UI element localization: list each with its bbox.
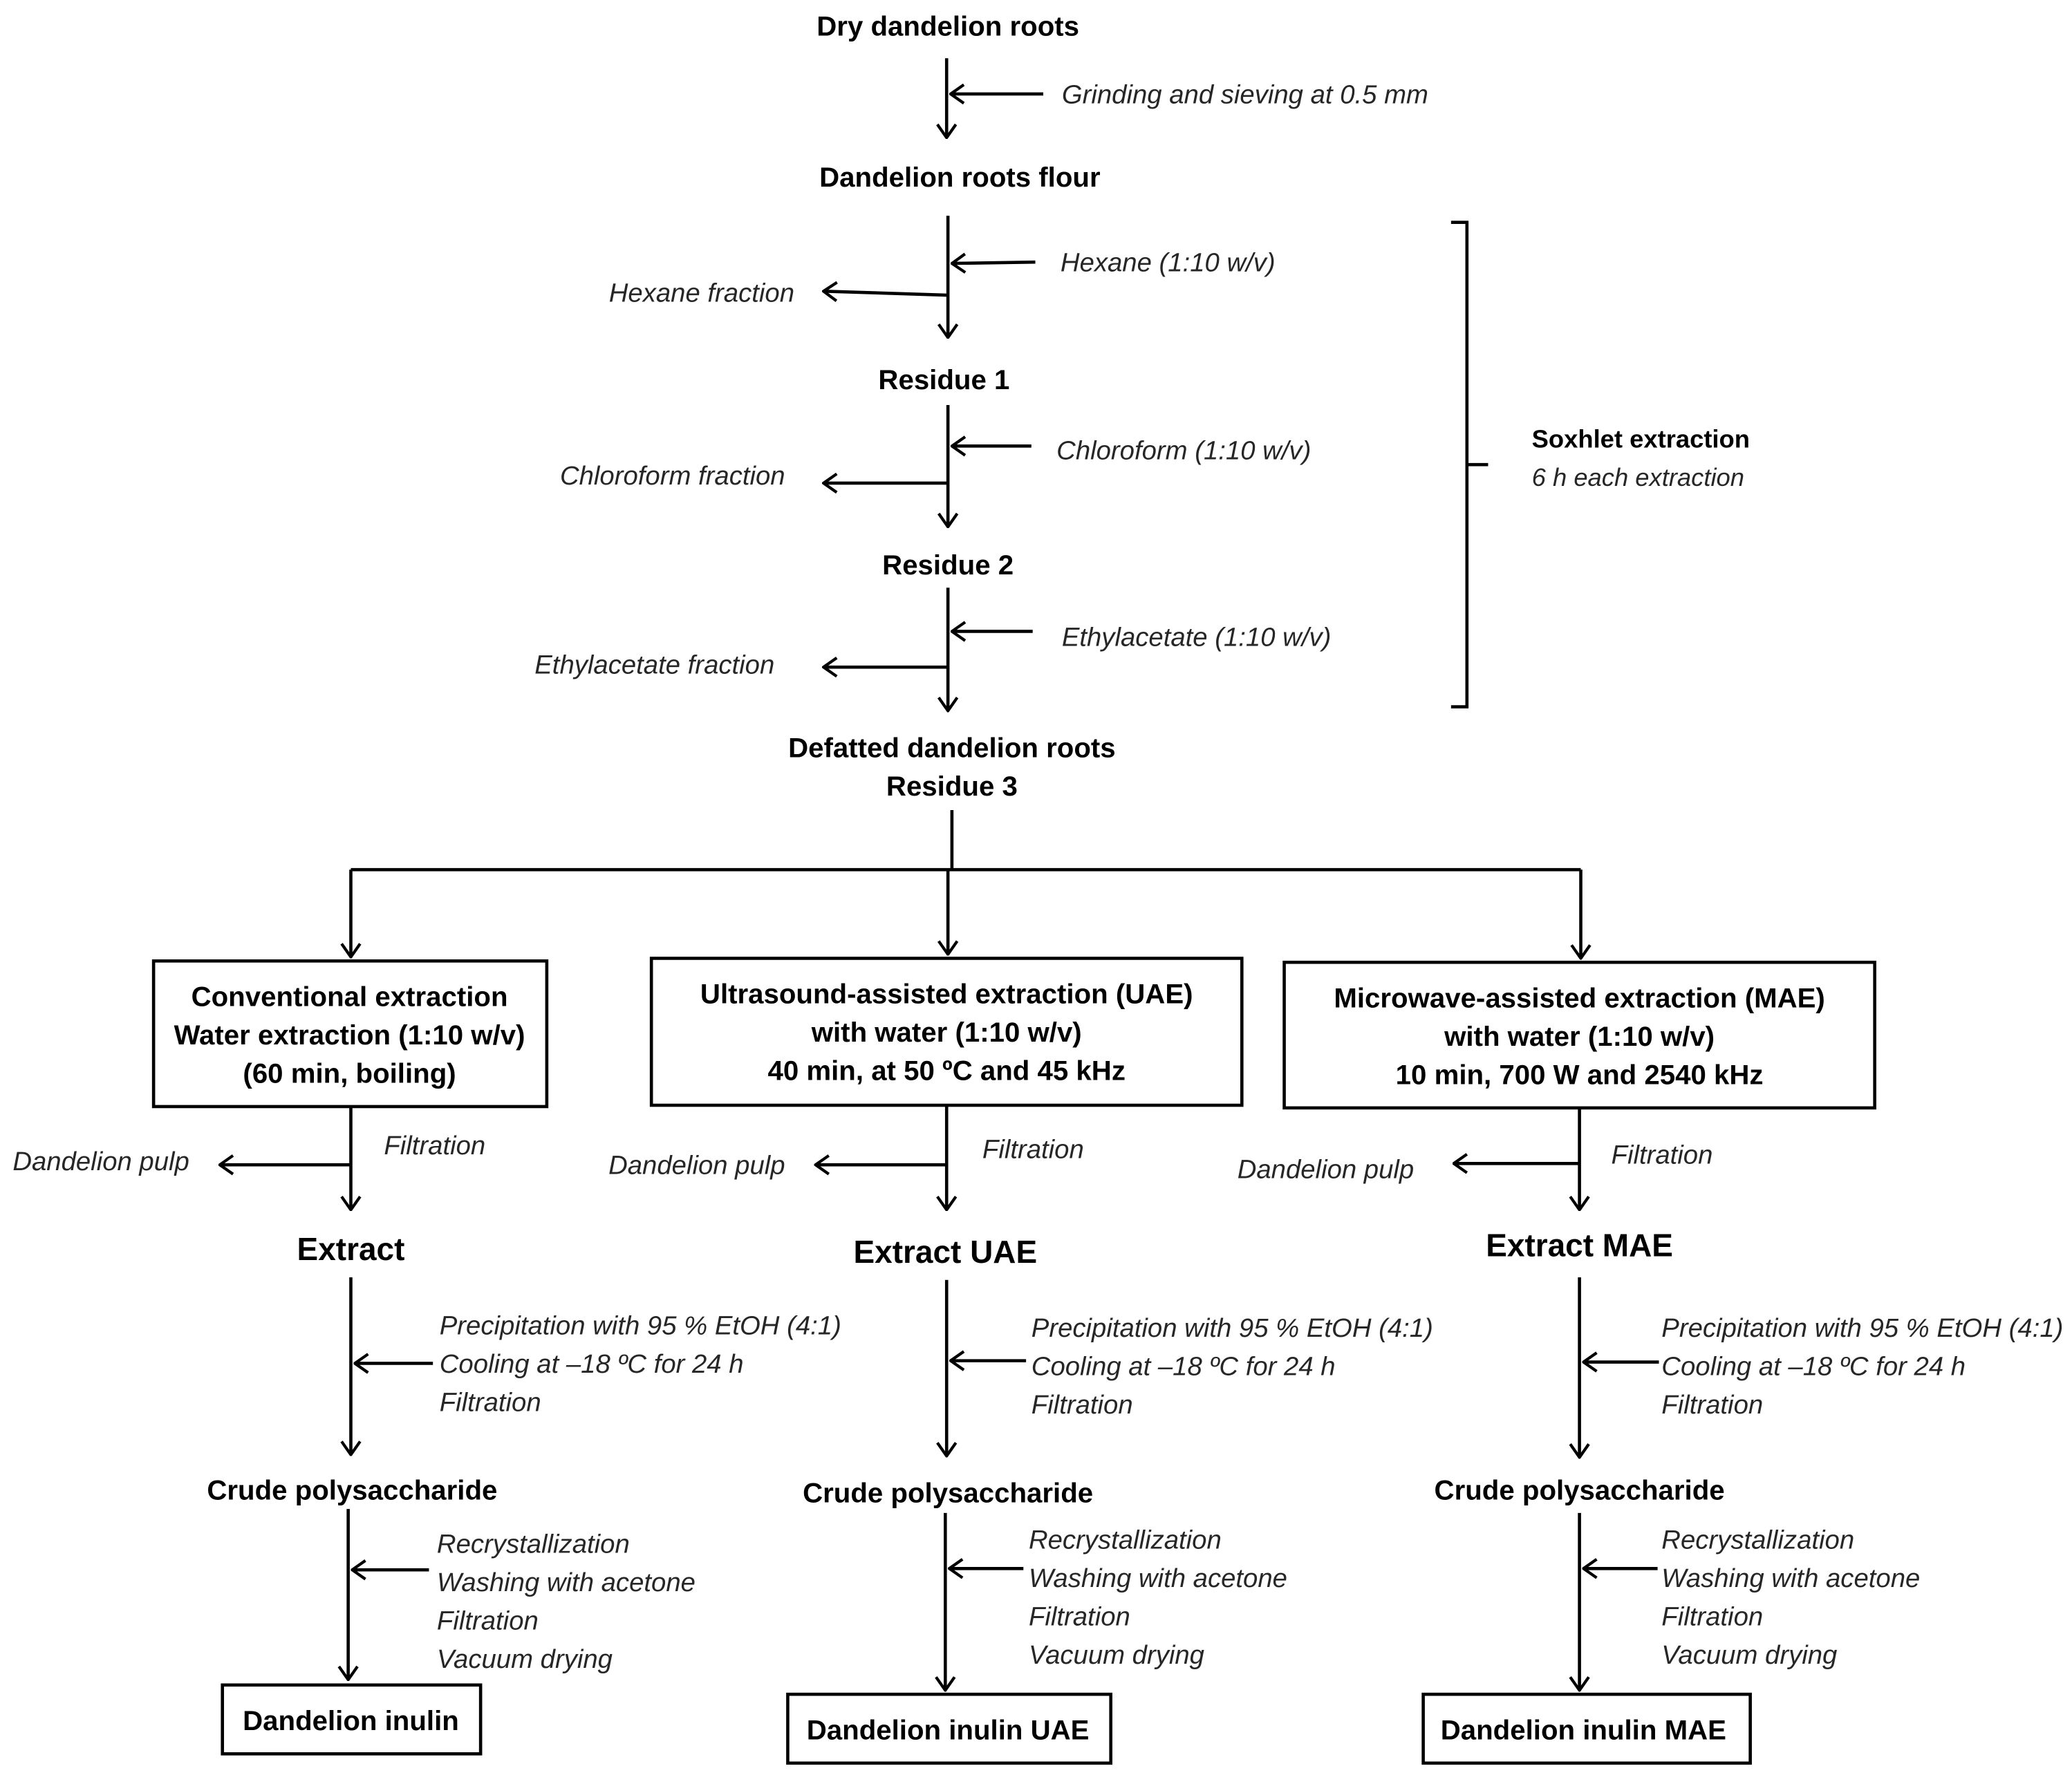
pulp-label: Dandelion pulp <box>1238 1154 1415 1184</box>
purif-line: Vacuum drying <box>1029 1640 1204 1670</box>
chloroform-fraction-label: Chloroform fraction <box>560 461 785 491</box>
purif-line: Washing with acetone <box>1661 1563 1920 1593</box>
precip-line: Filtration <box>440 1387 541 1417</box>
dry-roots-label: Dry dandelion roots <box>816 11 1079 42</box>
final-product-box <box>1421 1692 1752 1765</box>
branch-mae: Microwave-assisted extraction (MAE) with… <box>1238 960 2063 1765</box>
pulp-label: Dandelion pulp <box>12 1147 189 1176</box>
pulp-label: Dandelion pulp <box>608 1151 785 1181</box>
purif-line: Recrystallization <box>1029 1525 1222 1555</box>
final-product-label: Dandelion inulin <box>243 1705 459 1736</box>
crude-label: Crude polysaccharide <box>803 1478 1093 1509</box>
split-connector <box>351 809 1580 958</box>
precip-line: Cooling at –18 ºC for 24 h <box>440 1349 744 1379</box>
extract-label: Extract UAE <box>854 1234 1038 1270</box>
box-line: (60 min, boiling) <box>243 1058 456 1089</box>
crude-label: Crude polysaccharide <box>207 1475 497 1506</box>
box-line: 10 min, 700 W and 2540 kHz <box>1396 1059 1764 1090</box>
residue1-label: Residue 1 <box>878 364 1009 395</box>
purif-line: Filtration <box>1661 1602 1763 1632</box>
soxhlet-label: Soxhlet extraction <box>1532 424 1750 453</box>
precip-line: Filtration <box>1032 1390 1133 1420</box>
box-line: Water extraction (1:10 w/v) <box>174 1020 525 1051</box>
filtration-label: Filtration <box>982 1135 1084 1165</box>
branch-conventional: Conventional extraction Water extraction… <box>12 959 841 1756</box>
soxhlet-bracket <box>1450 220 1488 708</box>
purif-line: Washing with acetone <box>437 1568 696 1597</box>
precip-line: Precipitation with 95 % EtOH (4:1) <box>440 1311 841 1340</box>
precip-line: Cooling at –18 ºC for 24 h <box>1661 1352 1966 1382</box>
residue2-label: Residue 2 <box>882 550 1014 581</box>
precip-line: Precipitation with 95 % EtOH (4:1) <box>1032 1313 1433 1343</box>
uae-box <box>649 957 1244 1107</box>
ethylacetate-fraction-label: Ethylacetate fraction <box>534 650 774 680</box>
box-line: Microwave-assisted extraction (MAE) <box>1334 982 1824 1013</box>
box-line: with water (1:10 w/v) <box>811 1017 1082 1048</box>
filtration-label: Filtration <box>1612 1140 1713 1170</box>
purif-line: Recrystallization <box>437 1529 630 1559</box>
chloroform-label: Chloroform (1:10 w/v) <box>1056 436 1311 466</box>
box-line: 40 min, at 50 ºC and 45 kHz <box>768 1055 1126 1087</box>
defatted-label: Defatted dandelion roots <box>788 732 1116 763</box>
arrow-hexane-input <box>952 262 1036 263</box>
mae-box <box>1282 960 1876 1110</box>
final-product-label: Dandelion inulin MAE <box>1441 1714 1726 1745</box>
branch-uae: Ultrasound-assisted extraction (UAE) wit… <box>608 957 1433 1765</box>
hexane-label: Hexane (1:10 w/v) <box>1061 248 1276 278</box>
box-line: with water (1:10 w/v) <box>1444 1021 1715 1052</box>
extract-label: Extract <box>297 1231 405 1267</box>
residue3-label: Residue 3 <box>886 771 1018 802</box>
ethylacetate-label: Ethylacetate (1:10 w/v) <box>1062 623 1332 652</box>
pretreatment-section: Dry dandelion roots Grinding and sieving… <box>534 11 1750 802</box>
final-product-box <box>221 1683 483 1756</box>
hexane-fraction-label: Hexane fraction <box>609 279 794 308</box>
arrow-hexane-fraction <box>823 291 949 295</box>
box-line: Ultrasound-assisted extraction (UAE) <box>700 979 1193 1010</box>
precip-line: Precipitation with 95 % EtOH (4:1) <box>1661 1313 2063 1343</box>
crude-label: Crude polysaccharide <box>1435 1475 1725 1506</box>
conventional-box <box>151 959 549 1109</box>
extract-label: Extract MAE <box>1486 1227 1673 1263</box>
filtration-label: Filtration <box>384 1131 485 1161</box>
box-line: Conventional extraction <box>192 981 508 1012</box>
purif-line: Vacuum drying <box>1661 1640 1837 1670</box>
purif-line: Filtration <box>437 1606 539 1635</box>
precip-line: Filtration <box>1661 1390 1763 1420</box>
flour-label: Dandelion roots flour <box>819 162 1101 193</box>
purif-line: Filtration <box>1029 1602 1130 1632</box>
grinding-label: Grinding and sieving at 0.5 mm <box>1062 79 1428 109</box>
purif-line: Recrystallization <box>1661 1525 1854 1555</box>
purif-line: Vacuum drying <box>437 1644 613 1674</box>
final-product-label: Dandelion inulin UAE <box>807 1714 1090 1745</box>
final-product-box <box>786 1692 1112 1765</box>
precip-line: Cooling at –18 ºC for 24 h <box>1032 1352 1336 1382</box>
purif-line: Washing with acetone <box>1029 1563 1287 1593</box>
soxhlet-note: 6 h each extraction <box>1532 463 1744 491</box>
